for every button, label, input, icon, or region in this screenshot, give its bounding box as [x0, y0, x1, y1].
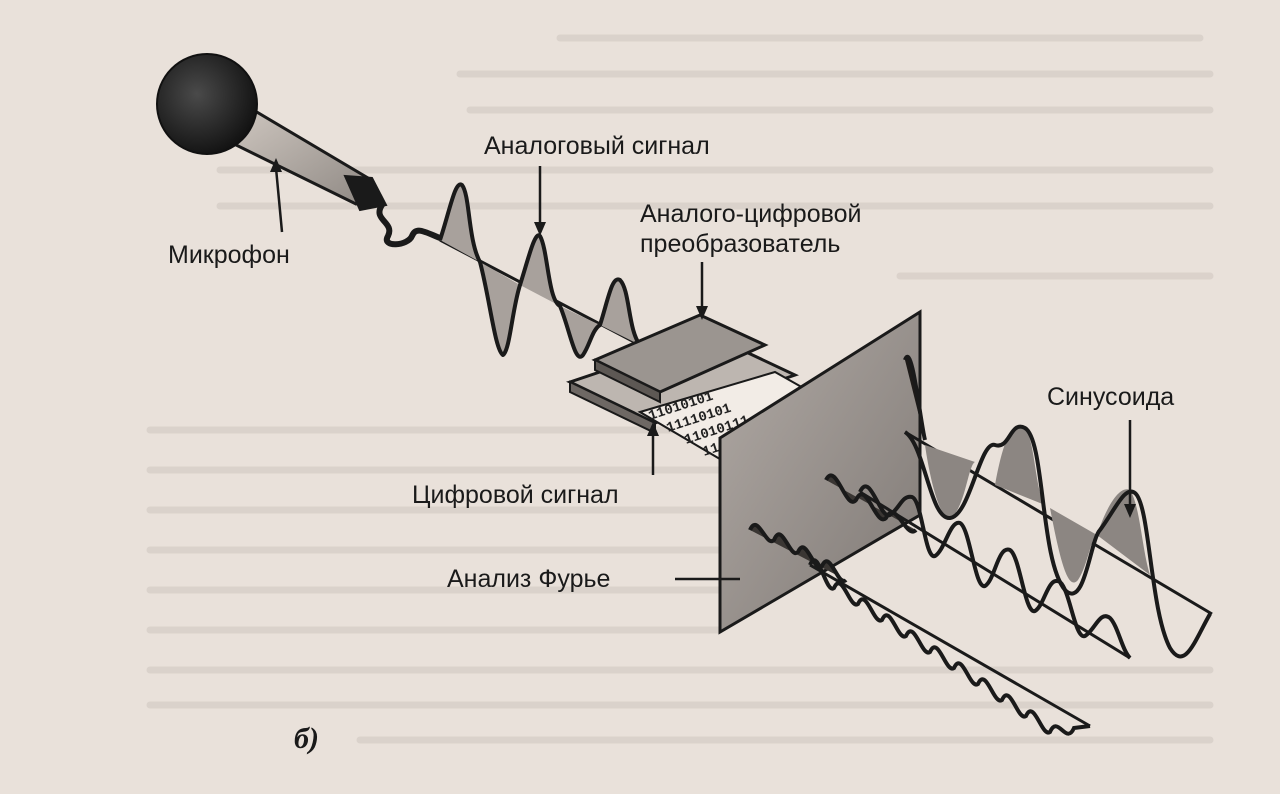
harmonic-2-line	[858, 484, 1132, 660]
label-microphone: Микрофон	[168, 158, 290, 269]
microphone-cable	[376, 202, 443, 248]
adc-label-line1: Аналого-цифровой	[640, 200, 861, 228]
panel-wave-mid	[824, 473, 918, 534]
adc-label-line2: преобразователь	[640, 230, 840, 258]
label-analog-signal: Аналоговый сигнал	[484, 132, 710, 236]
microphone-head	[156, 53, 258, 155]
figure-caption: б)	[294, 722, 319, 755]
fourier-output-waves	[808, 424, 1213, 736]
analog-signal-label: Аналоговый сигнал	[484, 132, 710, 160]
harmonic-3-line	[808, 558, 1091, 736]
fourier-label: Анализ Фурье	[447, 565, 610, 593]
microphone-tip	[343, 174, 388, 212]
harmonic-2-axis	[859, 490, 1131, 660]
microphone	[156, 53, 443, 248]
analog-signal-fill	[440, 184, 640, 357]
label-digital-signal: Цифровой сигнал	[412, 422, 659, 509]
label-sinusoid: Синусоида	[1047, 383, 1174, 518]
sinusoid-label: Синусоида	[1047, 383, 1174, 411]
microphone-label: Микрофон	[168, 241, 290, 269]
background-print-lines	[146, 34, 1214, 744]
adc-upper-plate-edge	[594, 358, 661, 404]
label-fourier: Анализ Фурье	[447, 565, 740, 593]
analog-signal-line	[438, 182, 642, 359]
harmonic-3-axis	[809, 563, 1091, 728]
label-adc: Аналого-цифровой преобразователь	[640, 200, 861, 320]
adc-converter	[566, 313, 799, 435]
analog-signal-wave	[438, 182, 642, 359]
digital-signal-label: Цифровой сигнал	[412, 481, 619, 509]
panel-wave-high	[903, 354, 927, 441]
